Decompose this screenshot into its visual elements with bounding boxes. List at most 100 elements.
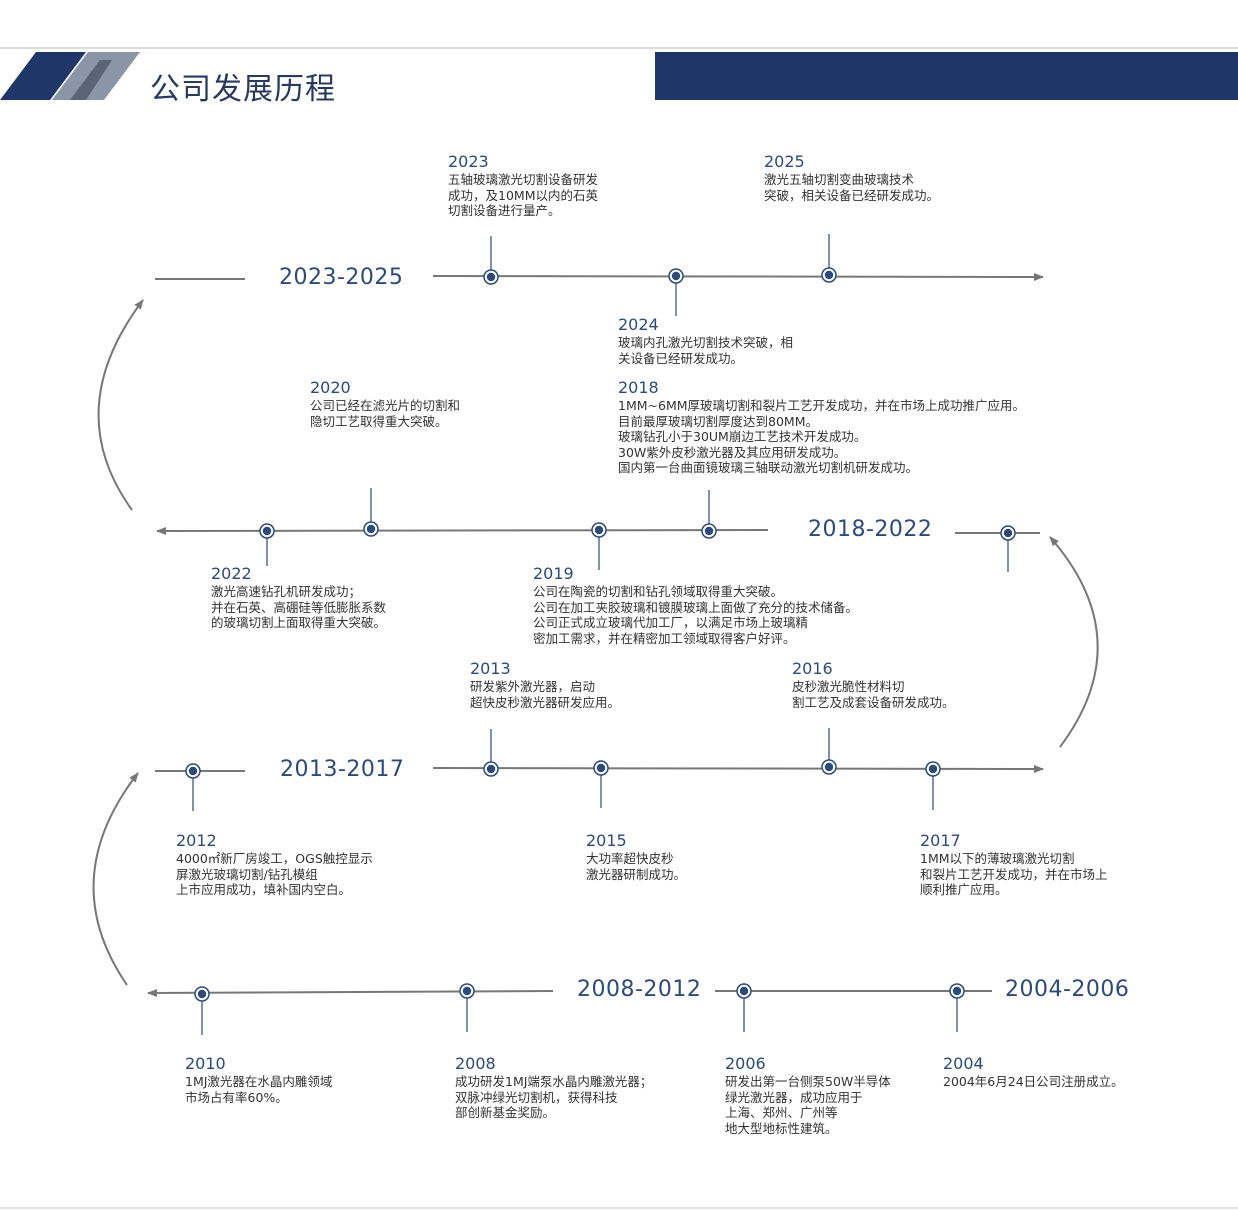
timeline-node-dot [483, 269, 499, 285]
event-year: 2008 [455, 1054, 496, 1073]
event-description-line: 屏激光玻璃切割/钻孔模组 [176, 866, 318, 882]
timeline-node-dot [668, 268, 684, 284]
event-description-line: 国内第一台曲面镜玻璃三轴联动激光切割机研发成功。 [618, 460, 919, 476]
timeline-node-dot [593, 760, 609, 776]
event-year: 2015 [586, 831, 627, 850]
event-description-line: 皮秒激光脆性材料切 [792, 679, 905, 694]
event-description-line: 超快皮秒激光器研发应用。 [470, 694, 621, 710]
event-description-line: 绿光激光器，成功应用于 [725, 1089, 863, 1105]
top-divider [0, 47, 1238, 49]
timeline-node-dot [821, 759, 837, 775]
timeline-node-dot [949, 983, 965, 999]
event-description-line: 成功研发1MJ端泵水晶内雕激光器； [455, 1074, 653, 1089]
event-description-line: 激光五轴切割变曲玻璃技术 [764, 172, 915, 187]
header-decoration [0, 52, 140, 100]
page-title: 公司发展历程 [150, 72, 336, 107]
timeline-node-dot [1000, 525, 1016, 541]
era-label: 2018-2022 [808, 517, 933, 542]
event-description-line: 公司已经在滤光片的切割和 [310, 398, 461, 413]
event-description-line: 1MJ激光器在水晶内雕领域 [185, 1074, 333, 1089]
event-year: 2019 [533, 564, 574, 583]
timeline-node-dot [925, 761, 941, 777]
event-description-line: 和裂片工艺开发成功，并在市场上 [920, 866, 1108, 882]
event-year: 2013 [470, 659, 511, 678]
event-description-line: 五轴玻璃激光切割设备研发 [448, 172, 599, 187]
event-year: 2022 [211, 564, 252, 583]
event-description-line: 关设备已经研发成功。 [618, 350, 744, 366]
event-description-line: 1MM以下的薄玻璃激光切割 [920, 851, 1075, 866]
era-label: 2004-2006 [1005, 977, 1130, 1002]
event-description-line: 隐切工艺取得重大突破。 [310, 413, 448, 429]
timeline-node-dot [185, 763, 201, 779]
event-description-line: 部创新基金奖励。 [455, 1105, 556, 1121]
event-description-line: 大功率超快皮秒 [586, 851, 674, 866]
event-description-line: 成功，及10MM以内的石英 [448, 187, 598, 203]
era-label: 2013-2017 [280, 757, 405, 782]
event-description-line: 的玻璃切割上面取得重大突破。 [211, 615, 387, 631]
event-description-line: 密加工需求，并在精密加工领域取得客户好评。 [533, 630, 796, 646]
event-description-line: 4000㎡新厂房竣工，OGS触控显示 [176, 851, 373, 866]
event-year: 2018 [618, 378, 659, 397]
era-label: 2008-2012 [577, 977, 702, 1002]
bottom-divider [0, 1207, 1238, 1209]
event-year: 2010 [185, 1054, 226, 1073]
timeline-node-dot [736, 983, 752, 999]
event-description-line: 30W紫外皮秒激光器及其应用研发成功。 [618, 444, 847, 460]
event-description-line: 激光高速钻孔机研发成功； [211, 584, 362, 599]
event-year: 2016 [792, 659, 833, 678]
event-description-line: 1MM~6MM厚玻璃切割和裂片工艺开发成功，并在市场上成功推广应用。 [618, 398, 1026, 413]
event-description-line: 切割设备进行量产。 [448, 203, 561, 219]
event-description-line: 割工艺及成套设备研发成功。 [792, 694, 955, 710]
event-description-line: 研发紫外激光器，启动 [470, 679, 596, 694]
event-year: 2006 [725, 1054, 766, 1073]
event-year: 2012 [176, 831, 217, 850]
event-description-line: 顺利推广应用。 [920, 882, 1008, 898]
event-description-line: 激光器研制成功。 [586, 866, 687, 882]
event-description-line: 研发出第一台侧泵50W半导体 [725, 1074, 891, 1089]
timeline-node-dot [483, 761, 499, 777]
event-year: 2024 [618, 315, 659, 334]
timeline-node-dot [591, 522, 607, 538]
event-description-line: 玻璃钻孔小于30UM崩边工艺技术开发成功。 [618, 429, 867, 445]
event-year: 2023 [448, 152, 489, 171]
event-year: 2004 [943, 1054, 984, 1073]
timeline-node-dot [259, 523, 275, 539]
event-description-line: 双脉冲绿光切割机，获得科技 [455, 1089, 618, 1105]
event-description-line: 上市应用成功，填补国内空白。 [176, 882, 352, 898]
event-description-line: 2004年6月24日公司注册成立。 [943, 1074, 1124, 1089]
event-description-line: 上海、郑州、广州等 [725, 1105, 838, 1121]
event-description-line: 突破，相关设备已经研发成功。 [764, 187, 940, 203]
event-year: 2025 [764, 152, 805, 171]
event-year: 2020 [310, 378, 351, 397]
event-description-line: 目前最厚玻璃切割厚度达到80MM。 [618, 413, 818, 429]
timeline-node-dot [821, 267, 837, 283]
event-description-line: 公司在加工夹胶玻璃和镀膜玻璃上面做了充分的技术储备。 [533, 599, 859, 615]
event-description-line: 并在石英、高硼硅等低膨胀系数 [211, 599, 387, 615]
event-description-line: 市场占有率60%。 [185, 1089, 288, 1105]
event-year: 2017 [920, 831, 961, 850]
timeline-node-dot [701, 523, 717, 539]
event-description-line: 玻璃内孔激光切割技术突破，相 [618, 335, 794, 350]
timeline-node-dot [363, 521, 379, 537]
timeline-node-dot [194, 986, 210, 1002]
era-label: 2023-2025 [279, 265, 404, 290]
event-description-line: 公司正式成立玻璃代加工厂，以满足市场上玻璃精 [533, 615, 809, 631]
header-accent-bar [655, 52, 1238, 100]
